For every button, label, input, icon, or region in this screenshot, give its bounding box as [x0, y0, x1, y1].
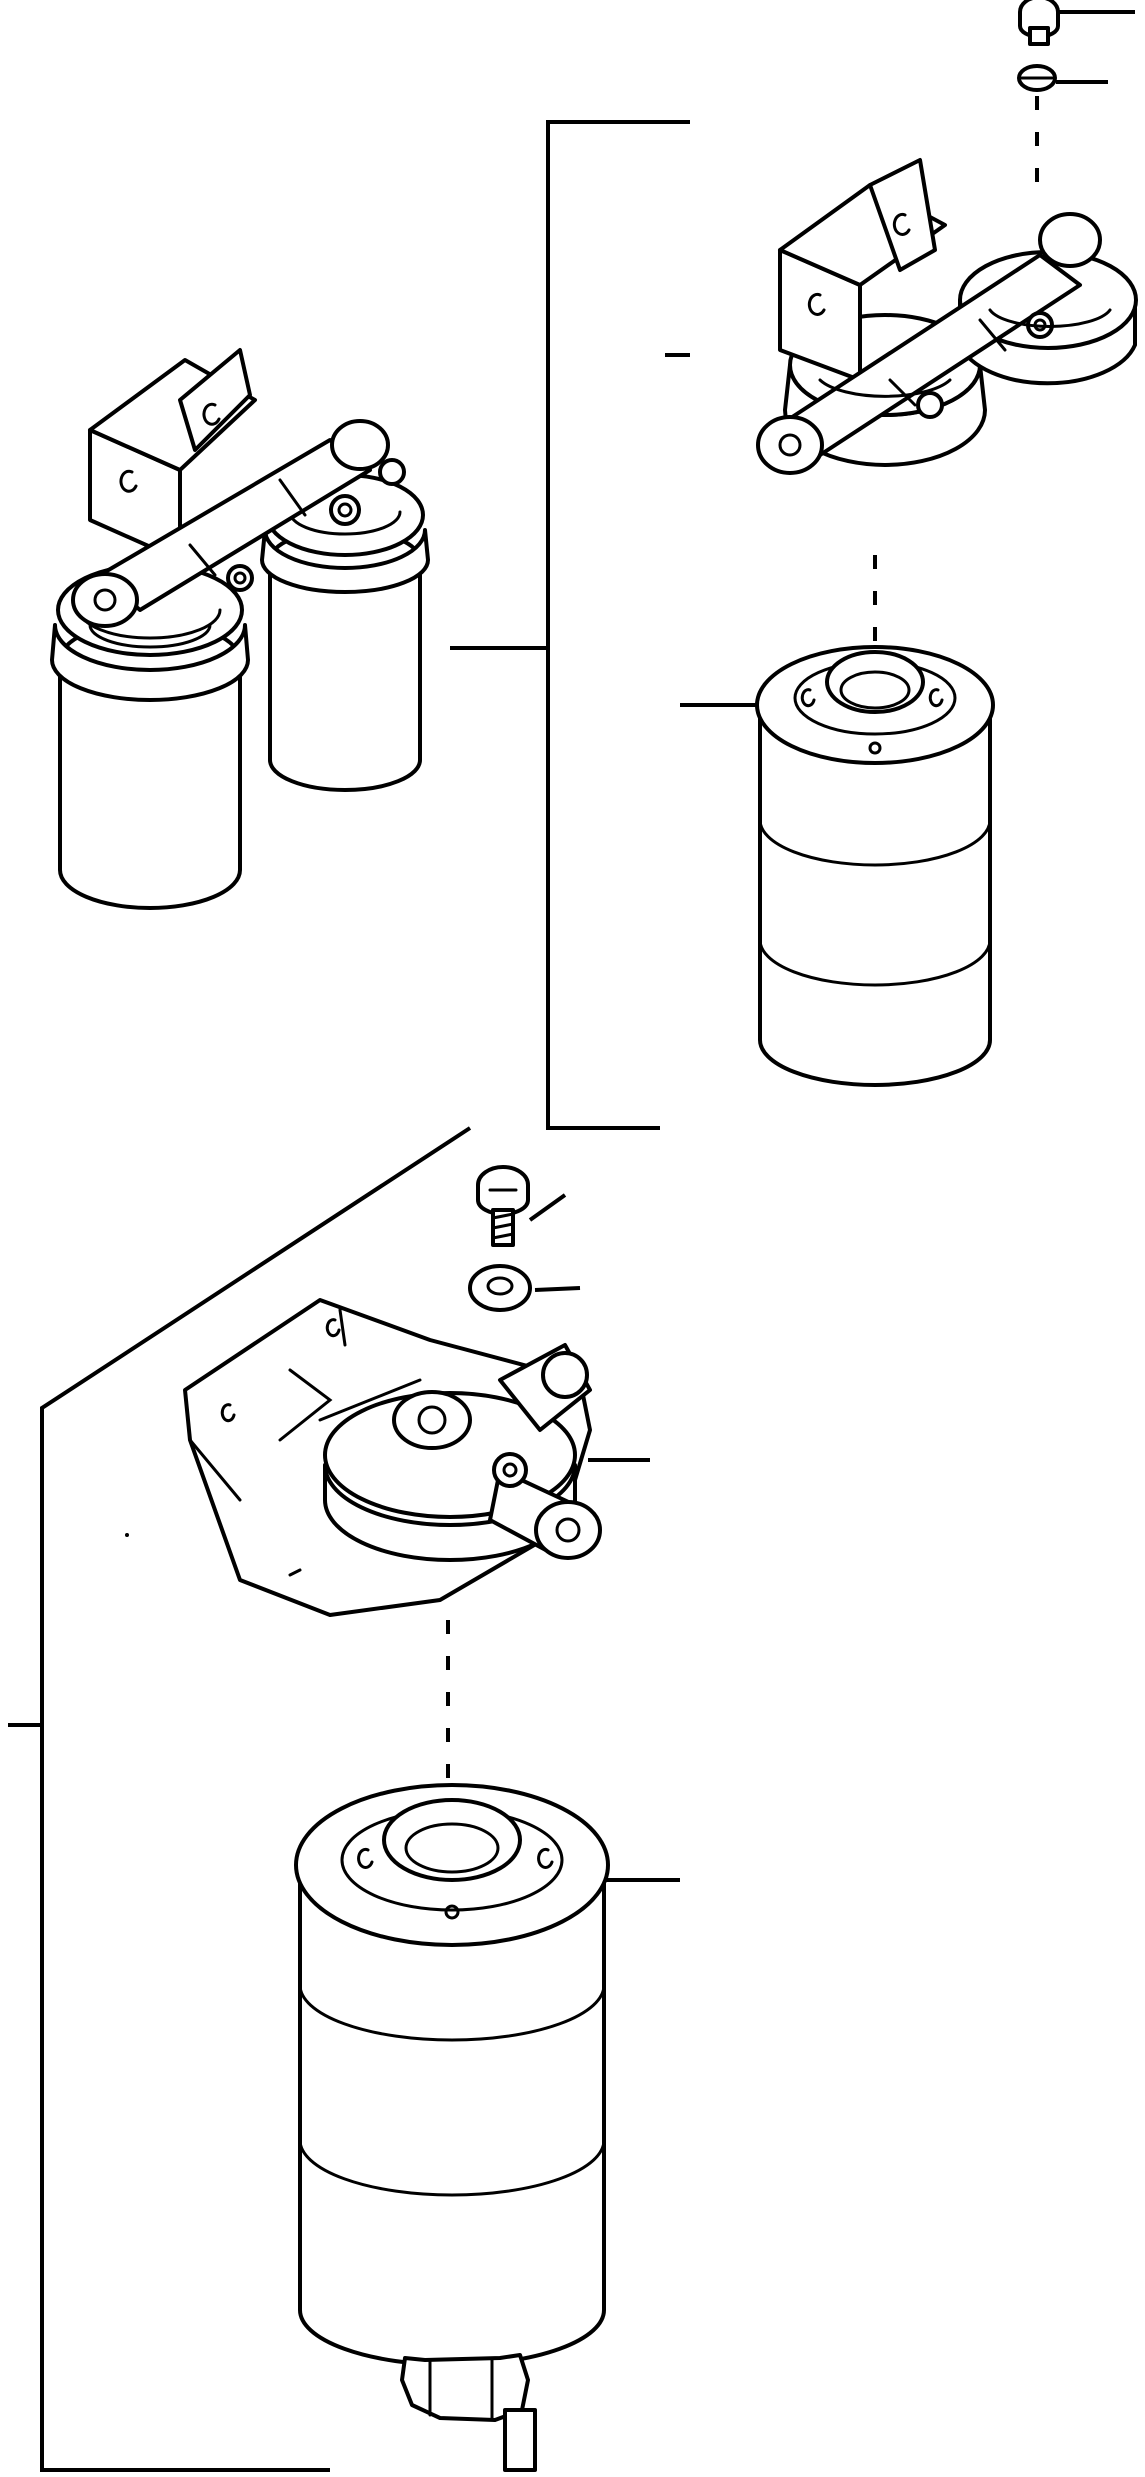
upper-filter-cartridge — [680, 645, 995, 1087]
scan-speck — [125, 1533, 129, 1537]
top-washer — [1017, 64, 1108, 92]
lower-filter-cartridge — [294, 1783, 680, 2472]
upper-group-bracket — [546, 120, 690, 1130]
lower-washer — [468, 1264, 581, 1312]
rear-filter-canister — [260, 473, 430, 792]
assembled-double-filter — [50, 348, 548, 910]
lower-group-bracket — [40, 1126, 472, 2472]
lower-exploded-group — [8, 1126, 680, 2472]
upper-exploded-group — [510, 0, 1138, 1130]
top-bolt — [1018, 0, 1135, 46]
connecting-pipe — [71, 419, 406, 628]
double-filter-head — [756, 158, 1138, 475]
lower-screw — [476, 1165, 567, 1247]
mounting-bracket — [88, 348, 257, 562]
single-filter-head — [183, 1298, 650, 1617]
